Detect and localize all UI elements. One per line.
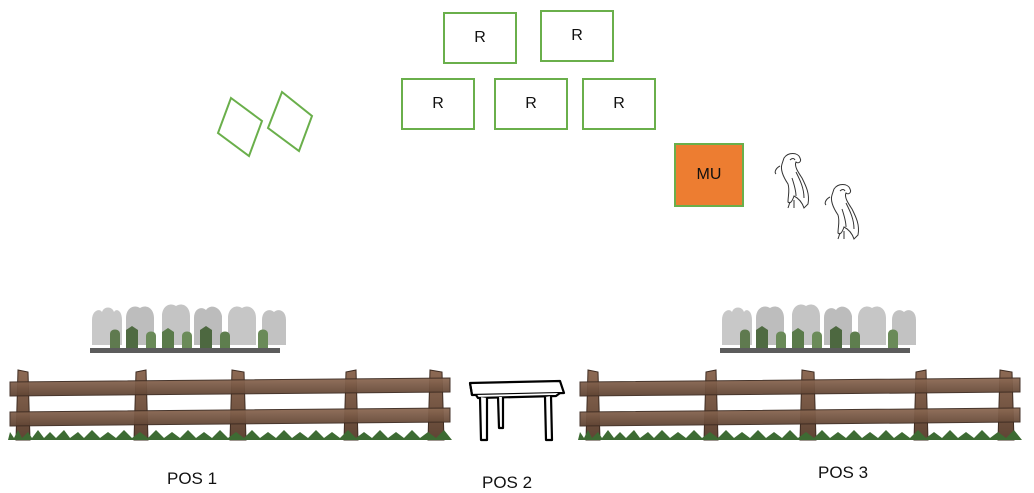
r-box: R [494, 78, 568, 130]
r-box-label: R [525, 95, 537, 112]
position-label: POS 3 [818, 463, 869, 482]
r-box: R [443, 12, 517, 64]
mu-box-label: MU [696, 166, 722, 183]
tombstones-icon [90, 304, 286, 353]
r-box-label: R [571, 27, 583, 44]
position-label: POS 1 [167, 469, 218, 488]
vulture-icon [824, 184, 859, 240]
r-box-label: R [432, 95, 444, 112]
fence-icon [577, 369, 1023, 441]
r-box-label: R [613, 95, 625, 112]
vulture-icon [774, 153, 809, 209]
mu-box: MU [674, 143, 744, 207]
diamond-shape-icon [216, 96, 264, 158]
r-box: R [401, 78, 475, 130]
r-box-label: R [474, 29, 486, 46]
fence-icon [7, 369, 453, 441]
table-icon [468, 379, 566, 442]
r-box: R [582, 78, 656, 130]
position-label: POS 2 [482, 473, 533, 492]
diamond-shape-icon [266, 90, 314, 153]
tombstones-icon [720, 304, 916, 353]
r-box: R [540, 10, 614, 62]
